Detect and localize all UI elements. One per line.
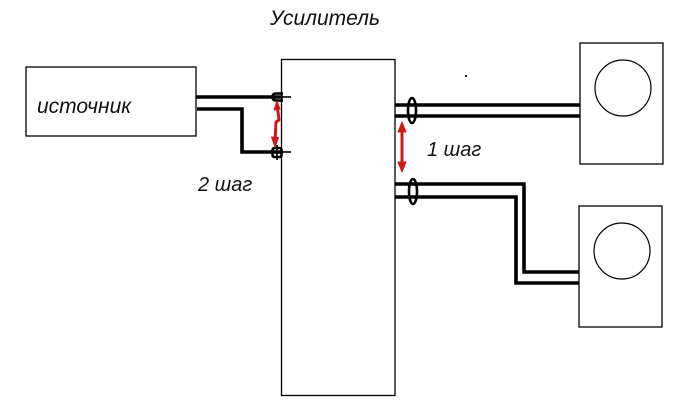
diagram-title: Усилитель [269,7,380,30]
output-bottom-wire-2 [395,195,580,285]
step-1-label: 1 шаг [427,139,481,161]
speaker-bottom [578,205,663,328]
output-cable-bottom [395,177,580,285]
output-cable-top [395,96,580,125]
step-2-arrow-icon [271,100,281,148]
speaker-bottom-cabinet [578,205,663,328]
stray-dot [465,75,467,77]
output-top-clamp [406,96,418,125]
source-box [25,66,197,137]
input-jack-bottom [271,145,291,160]
step-2-label: 2 шаг [197,174,252,196]
speaker-bottom-cone-icon [593,222,651,280]
input-jack-top [271,92,291,102]
speaker-top-cabinet [579,42,664,165]
input-cable [196,95,283,154]
source-block: источник [25,66,197,137]
amplifier-box [280,58,396,397]
speaker-top [579,42,664,165]
output-bottom-clamp [407,177,419,206]
speaker-top-cone-icon [594,59,652,117]
output-bottom-wire-1 [395,182,580,274]
input-wire-bottom [197,107,283,154]
step-1-arrow-icon [397,121,407,173]
source-label: источник [37,95,132,118]
